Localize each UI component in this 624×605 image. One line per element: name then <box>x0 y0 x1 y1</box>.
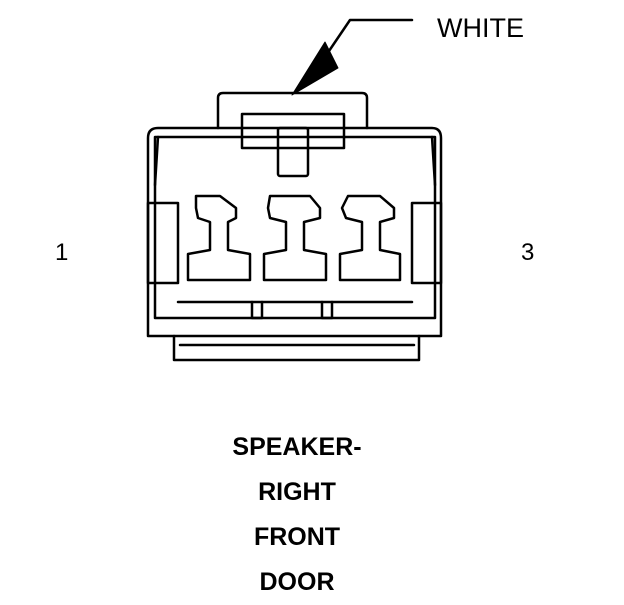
terminal-cavity-1 <box>186 194 252 282</box>
connector-latch <box>216 91 369 178</box>
terminal-cavity-3 <box>338 194 402 282</box>
connector-caption: SPEAKER- RIGHT FRONT DOOR <box>0 425 594 605</box>
color-callout-leader <box>291 18 414 96</box>
caption-line-4: DOOR <box>259 568 335 596</box>
terminal-cavity-2 <box>262 194 328 282</box>
caption-line-3: FRONT <box>253 523 341 551</box>
caption-line-2: RIGHT <box>258 478 336 506</box>
caption-line-1: SPEAKER- <box>232 433 362 461</box>
callout-arrowhead <box>291 41 339 96</box>
pin-3-label: 3 <box>521 239 535 266</box>
pin-1-label: 1 <box>55 239 69 266</box>
wire-color-label: WHITE <box>437 13 524 43</box>
connector-housing <box>146 126 443 362</box>
